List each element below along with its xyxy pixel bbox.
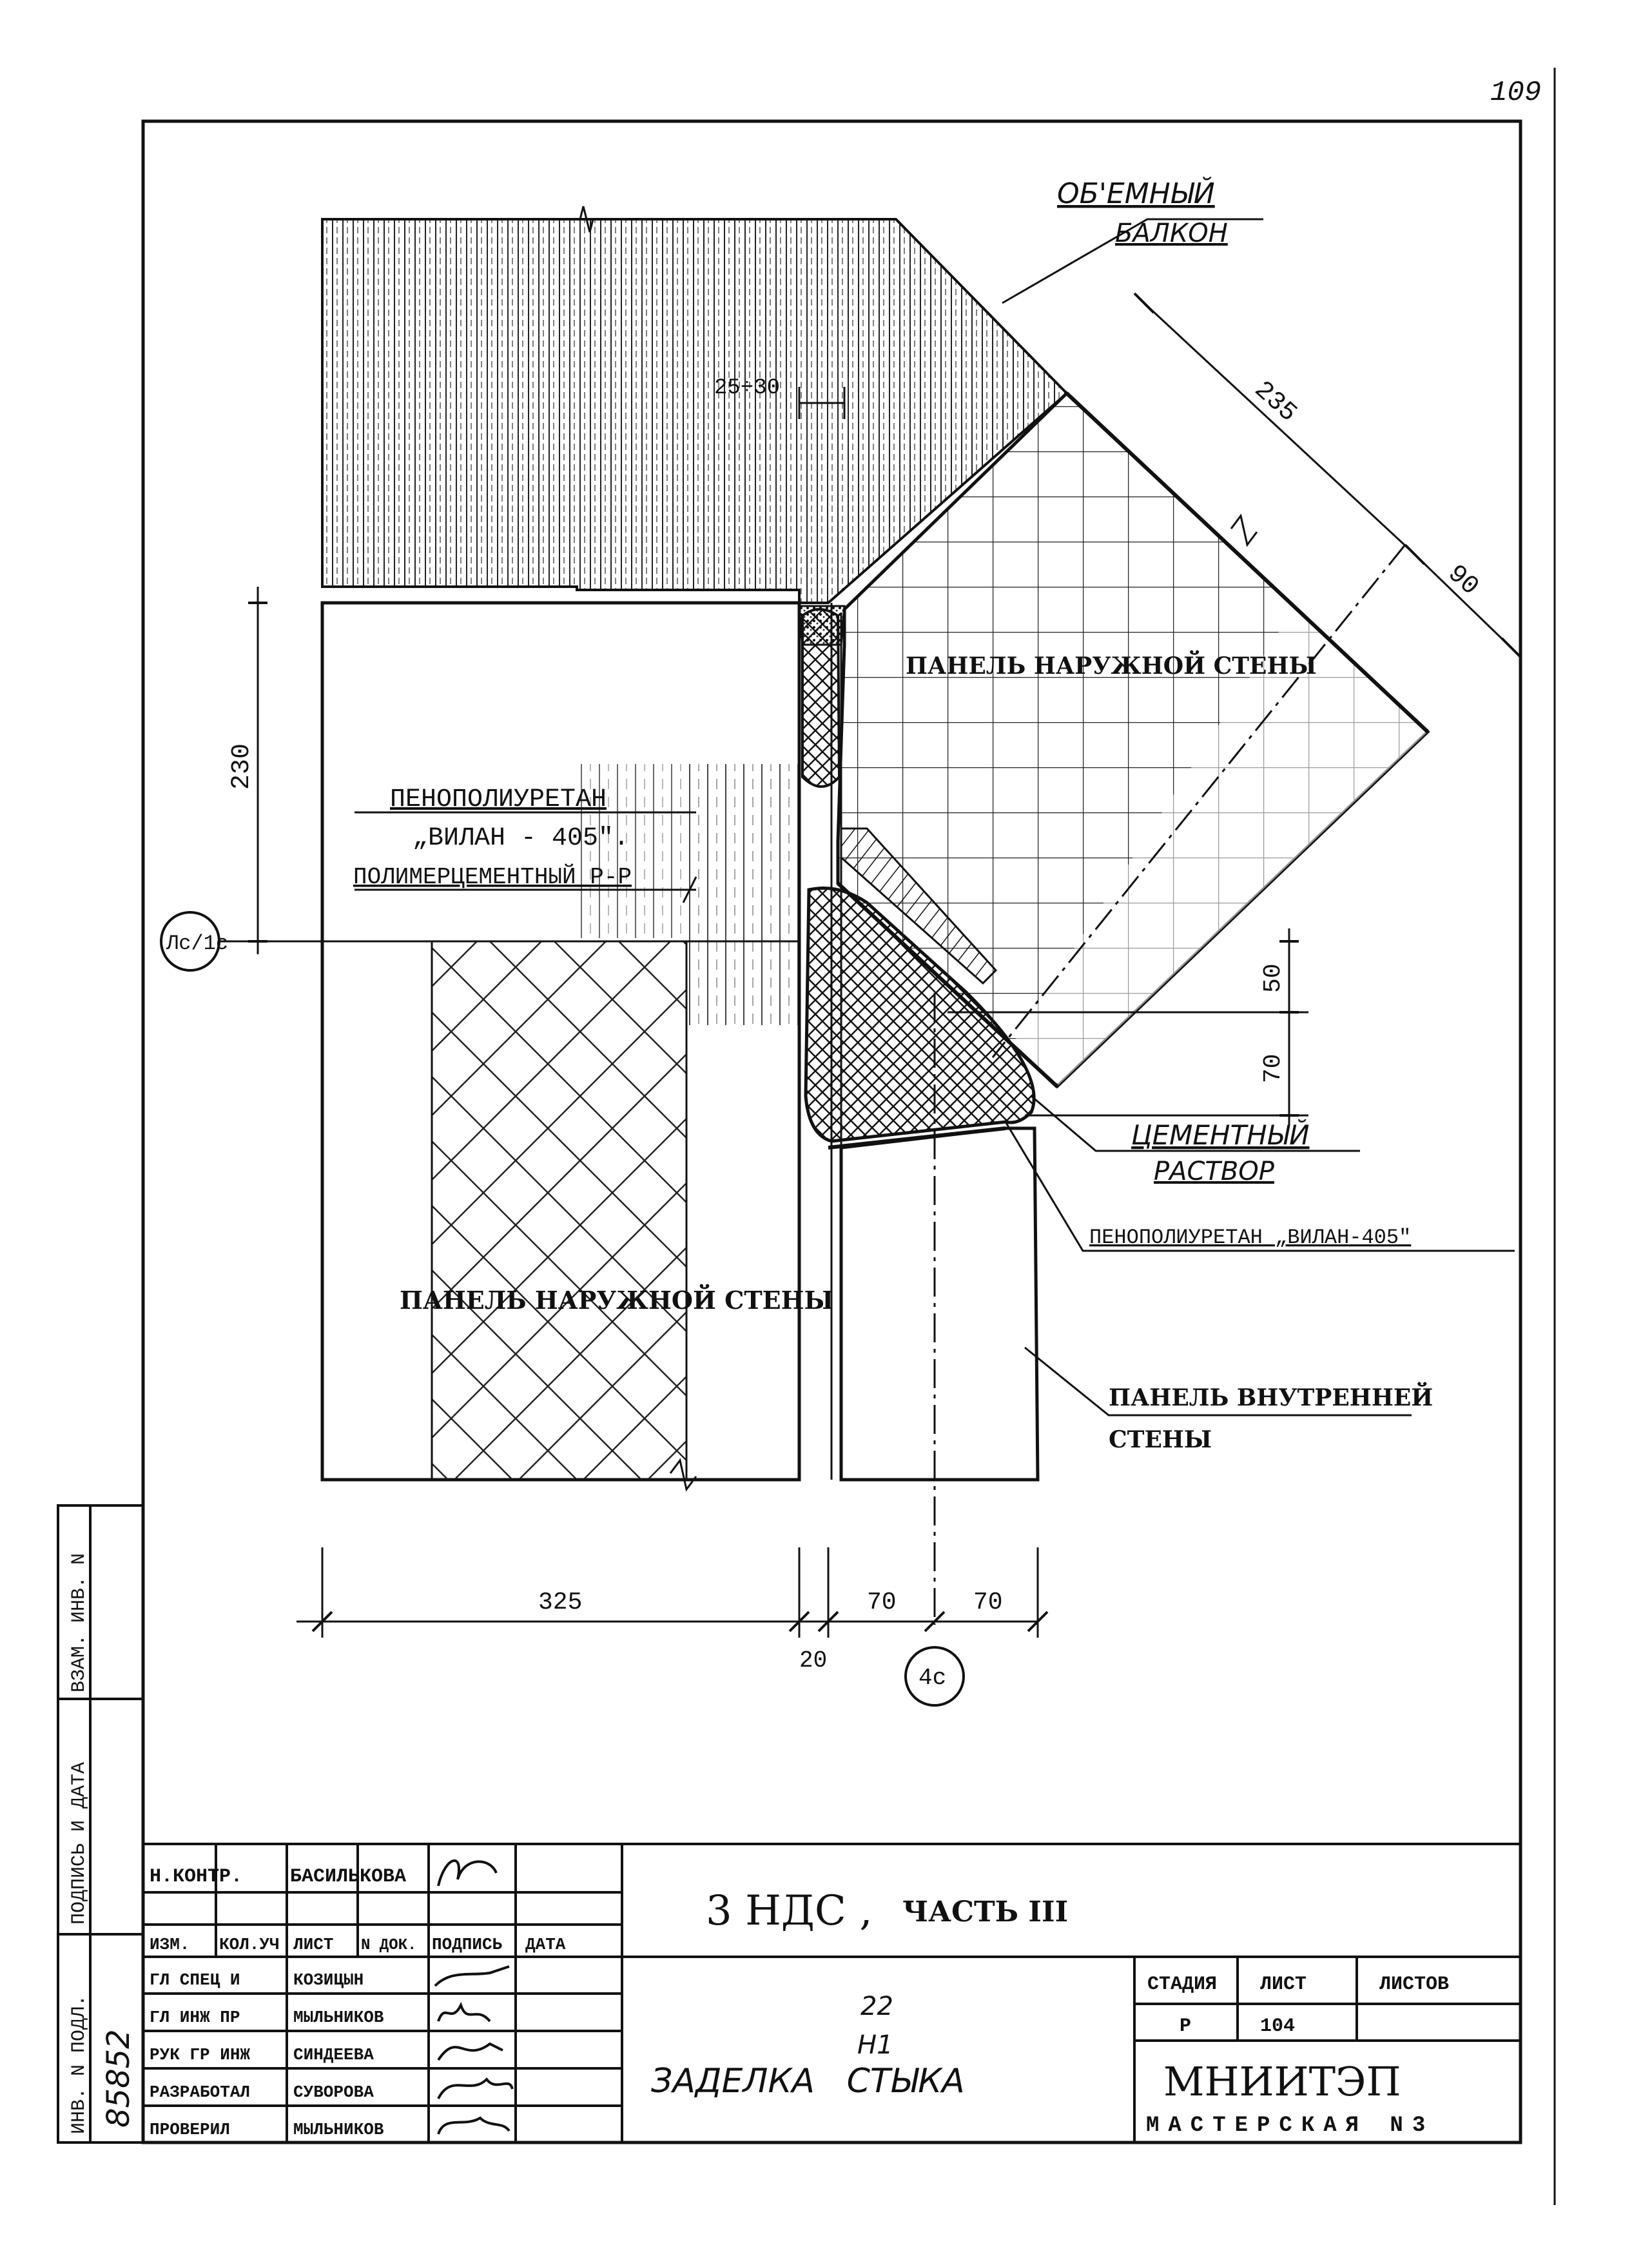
tb-sheet-no: 104	[1260, 2015, 1295, 2037]
tb-head-ndok: N ДОК.	[361, 1937, 416, 1954]
axis-left-label: Лс/1с	[166, 932, 228, 956]
dim-230: 230	[228, 743, 257, 790]
tb-row1-role: ГЛ СПЕЦ И	[150, 1970, 240, 1990]
dim-50: 50	[1259, 963, 1287, 993]
stamp-inv-number: 85852	[101, 2029, 137, 2128]
tb-nkontr-role: Н.КОНТР.	[150, 1866, 242, 1888]
tb-row5-name: МЫЛЬНИКОВ	[293, 2120, 384, 2139]
leaders	[355, 218, 1515, 1417]
tb-row3-name: СИНДЕЕВА	[293, 2045, 374, 2064]
tb-row4-role: РАЗРАБОТАЛ	[150, 2083, 250, 2102]
dim-20: 20	[799, 1647, 827, 1674]
label-foam-bottom: ПЕНОПОЛИУРЕТАН „ВИЛАН-405"	[1089, 1226, 1411, 1250]
tb-row5-role: ПРОВЕРИЛ	[150, 2120, 230, 2139]
tb-stage-head: СТАДИЯ	[1147, 1974, 1217, 1995]
label-polymer-mortar: ПОЛИМЕРЦЕМЕНТНЫЙ Р-Р	[353, 863, 632, 890]
tb-row2-role: ГЛ ИНЖ ПР	[150, 2008, 240, 2027]
label-cement-2: РАСТВОР	[1154, 1157, 1275, 1186]
axis-bubble-bottom	[904, 1646, 965, 1707]
title-block-text: Н.КОНТР. БАСИЛЬКОВА ИЗМ. КОЛ.УЧ ЛИСТ N Д…	[150, 1866, 1449, 2139]
tb-stage: Р	[1180, 2015, 1191, 2037]
label-balcony-2: БАЛКОН	[1115, 219, 1228, 248]
label-foam-top-2: „ВИЛАН - 405".	[413, 824, 629, 853]
side-stamp	[57, 1504, 144, 2144]
stamp-podpis: ПОДПИСЬ И ДАТА	[68, 1762, 90, 1925]
tb-row3-role: РУК ГР ИНЖ	[150, 2045, 250, 2064]
signatures	[434, 1859, 514, 2135]
tb-head-list: ЛИСТ	[293, 1935, 333, 1954]
dim-90: 90	[1441, 560, 1484, 602]
polymer-mortar-zone	[686, 764, 799, 1025]
label-panel-outer-right: ПАНЕЛЬ НАРУЖНОЙ СТЕНЫ	[906, 651, 1317, 680]
dim-gap: 25÷30	[714, 376, 780, 400]
right-outer-panel	[836, 391, 1430, 1089]
title-block-grid	[143, 1843, 1521, 2142]
dim-70-a: 70	[867, 1589, 897, 1616]
axis-bottom-label: 4с	[918, 1665, 946, 1691]
foam-label-zone	[577, 764, 686, 938]
label-balcony-1: ОБ'ЕМНЫЙ	[1057, 176, 1215, 210]
tb-row2-name: МЫЛЬНИКОВ	[293, 2008, 384, 2027]
tb-nkontr-name: БАСИЛЬКОВА	[290, 1866, 406, 1888]
inner-wall-panel	[839, 1126, 1040, 1482]
tb-workshop: МАСТЕРСКАЯ N3	[1146, 2113, 1434, 2138]
tb-project-part: ЧАСТЬ III	[902, 1896, 1068, 1928]
dimensions	[248, 292, 1522, 1638]
tb-org: МНИИТЭП	[1163, 2058, 1401, 2105]
dim-325: 325	[538, 1589, 582, 1616]
foam-cord-upper	[801, 608, 841, 788]
dim-235: 235	[1248, 376, 1302, 429]
tb-head-data: ДАТА	[525, 1935, 566, 1954]
dim-70-right: 70	[1259, 1054, 1287, 1083]
dim-70-b: 70	[973, 1589, 1003, 1616]
tb-list-head: ЛИСТ	[1260, 1974, 1307, 1995]
insulation-left	[431, 940, 688, 1481]
stamp-inv: ИНВ. N ПОДЛ.	[68, 1995, 90, 2134]
tb-head-izm: ИЗМ.	[150, 1935, 189, 1954]
tb-ref-top: 22	[860, 1992, 893, 2021]
label-panel-inner-2: СТЕНЫ	[1109, 1426, 1212, 1453]
page-number: 109	[1490, 77, 1541, 109]
tb-drawing-title: ЗАДЕЛКА СТЫКА	[651, 2062, 965, 2101]
joint-drawing	[219, 206, 1430, 1625]
axis-bubble-left	[160, 911, 220, 972]
tb-row4-name: СУВОРОВА	[293, 2083, 374, 2102]
label-cement-1: ЦЕМЕНТНЫЙ	[1131, 1119, 1310, 1151]
label-panel-outer-left: ПАНЕЛЬ НАРУЖНОЙ СТЕНЫ	[400, 1284, 833, 1315]
sheet-frame	[141, 68, 1556, 2205]
tb-listov-head: ЛИСТОВ	[1379, 1974, 1449, 1995]
tb-head-podpis: ПОДПИСЬ	[432, 1935, 502, 1954]
tb-ref-bottom: Н1	[857, 2030, 893, 2060]
tb-head-kol: КОЛ.УЧ	[219, 1935, 280, 1954]
tb-row1-name: КОЗИЦЫН	[293, 1970, 364, 1990]
label-panel-inner-1: ПАНЕЛЬ ВНУТРЕННЕЙ	[1109, 1382, 1433, 1411]
stamp-vzam: ВЗАМ. ИНВ. N	[68, 1553, 90, 1692]
tb-project: 3 НДС ,	[706, 1887, 873, 1935]
label-foam-top-1: ПЕНОПОЛИУРЕТАН	[390, 785, 607, 814]
balcony-block	[321, 218, 1069, 604]
